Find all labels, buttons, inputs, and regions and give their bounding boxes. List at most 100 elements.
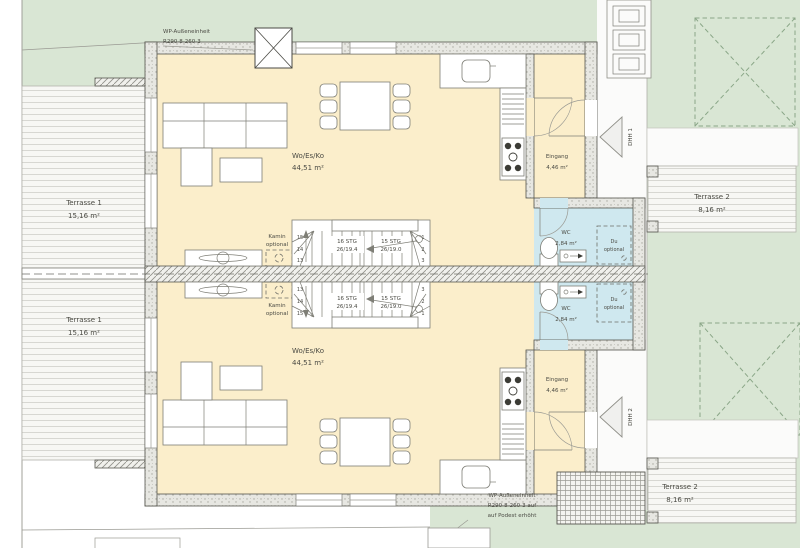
entry-door-unit1 xyxy=(548,99,597,137)
unit1-sofa xyxy=(162,102,288,187)
unit2-dining-table xyxy=(339,417,391,467)
unit1-dining-table xyxy=(339,81,391,131)
terrace-2-bottom: Terrasse 2 8,16 m² xyxy=(646,457,797,524)
svg-text:14: 14 xyxy=(297,247,303,253)
window-north-1 xyxy=(295,41,343,55)
unit1-kitchen xyxy=(439,53,527,181)
unit2-sofa xyxy=(162,361,288,446)
unit1-living-area: 44,51 m² xyxy=(292,164,324,172)
planned-structure-bottom-right xyxy=(699,322,800,436)
svg-text:15: 15 xyxy=(297,311,303,317)
unit1-wc-name: WC xyxy=(561,230,570,236)
svg-text:2: 2 xyxy=(421,247,424,253)
window-south-2 xyxy=(349,493,397,507)
unit2-entry-name: Eingang xyxy=(546,377,568,383)
unit1-fireplace-line1: Kamin xyxy=(268,234,286,240)
unit2: Kamin optional 16 STG 26/19.4 15 STG 26/… xyxy=(162,281,632,495)
wp-bottom-line1: WP-Außeneinheit xyxy=(488,493,536,499)
entrance-marker-dhh2: DHH 2 xyxy=(599,395,634,439)
entrance-arrow-dhh2 xyxy=(599,395,623,439)
terrace-2-bottom-area: 8,16 m² xyxy=(666,496,694,504)
unit2-fireplace-line2: optional xyxy=(266,311,289,317)
svg-text:15: 15 xyxy=(297,235,303,241)
entrance-arrow-dhh1 xyxy=(599,115,623,159)
wp-bottom-line2: R290-8-260-3 auf xyxy=(488,503,537,509)
unit1-wc: WC 2,84 m² Du optional xyxy=(539,225,632,267)
unit1-wc-area: 2,84 m² xyxy=(555,240,577,247)
bin-storage xyxy=(606,0,652,79)
planned-structure-top-right xyxy=(694,17,796,127)
doors xyxy=(526,97,597,451)
windows xyxy=(144,41,397,507)
unit1-coffee-table xyxy=(219,157,263,183)
unit2-wc: WC 2,84 m² Du optional xyxy=(539,281,632,323)
unit1-shower-optional: Du optional xyxy=(596,225,632,265)
wc-door-unit2 xyxy=(539,311,569,350)
heat-pump-top: WP-Außeneinheit R290-8-260-3 xyxy=(162,27,293,69)
dhh2-label: DHH 2 xyxy=(628,408,634,426)
unit2-wc-name: WC xyxy=(561,306,570,312)
svg-text:Du: Du xyxy=(610,297,617,303)
wp-bottom-line3: auf Podest erhöht xyxy=(488,513,538,519)
window-south-1 xyxy=(295,493,343,507)
wp-top-line1: WP-Außeneinheit xyxy=(163,29,211,35)
dhh1-label: DHH 1 xyxy=(628,128,634,146)
unit2-shower-optional: Du optional xyxy=(596,283,632,323)
window-north-2 xyxy=(349,41,397,55)
svg-text:13: 13 xyxy=(297,287,303,293)
unit1-sink xyxy=(461,59,491,83)
terrace-1-bottom-area: 15,16 m² xyxy=(68,329,100,337)
unit2-toilet xyxy=(540,289,558,311)
unit2-entry-area: 4,46 m² xyxy=(546,387,568,394)
unit1-living-name: Wo/Es/Ko xyxy=(292,152,324,160)
terrace-1-bottom-name: Terrasse 1 xyxy=(65,316,102,324)
svg-text:14: 14 xyxy=(297,299,303,305)
interior-door-unit1 xyxy=(526,97,573,137)
terrace-2-top-area: 8,16 m² xyxy=(698,206,726,214)
entrance-marker-dhh1: DHH 1 xyxy=(599,115,634,159)
wp-top-leader xyxy=(162,45,254,51)
unit1-stair-a-rise: 26/19.4 xyxy=(336,247,358,253)
unit2-stair-b-rise: 26/19.0 xyxy=(380,304,402,310)
svg-text:optional: optional xyxy=(604,247,624,253)
unit2-sideboard xyxy=(184,281,263,299)
unit1-entry-name: Eingang xyxy=(546,154,568,160)
terrace-1-bottom: Terrasse 1 15,16 m² xyxy=(21,278,146,461)
unit2-sink xyxy=(461,465,491,489)
unit1-fireplace-line2: optional xyxy=(266,242,289,248)
unit1: Kamin optional 16 STG 26/19.4 15 STG 26/… xyxy=(162,53,632,267)
window-west-1 xyxy=(144,97,158,153)
heat-pump-bottom: WP-Außeneinheit R290-8-260-3 auf auf Pod… xyxy=(427,471,646,548)
wp-top-line2: R290-8-260-3 xyxy=(163,39,201,45)
unit1-dining xyxy=(319,81,411,131)
terrace-1-top-name: Terrasse 1 xyxy=(65,199,102,207)
unit2-stair-a-rise: 26/19.4 xyxy=(336,304,358,310)
planter-strip-top xyxy=(94,77,146,87)
unit2-coffee-table xyxy=(219,365,263,391)
svg-text:2: 2 xyxy=(421,299,424,305)
svg-text:1: 1 xyxy=(421,311,424,317)
unit1-sideboard xyxy=(184,249,263,267)
entry-door-unit2 xyxy=(548,411,597,449)
terrace-2-top-name: Terrasse 2 xyxy=(693,193,730,201)
unit2-stove xyxy=(501,371,525,411)
unit1-entry-area: 4,46 m² xyxy=(546,164,568,171)
unit1-stairs: 16 STG 26/19.4 15 STG 26/19.0 15 14 13 1… xyxy=(291,219,431,267)
unit1-stove xyxy=(501,137,525,177)
unit2-stair-a-stg: 16 STG xyxy=(337,296,357,302)
svg-text:1: 1 xyxy=(421,235,424,241)
terrace-1-top: Terrasse 1 15,16 m² xyxy=(21,85,146,269)
svg-text:13: 13 xyxy=(297,258,303,264)
planter-strip-bottom xyxy=(94,459,146,469)
unit2-living-area: 44,51 m² xyxy=(292,359,324,367)
unit2-stairs: 16 STG 26/19.4 15 STG 26/19.0 13 14 15 3… xyxy=(291,281,431,329)
interior-door-unit2 xyxy=(526,411,573,451)
terrace-divider-wall xyxy=(21,267,146,280)
svg-text:Du: Du xyxy=(610,239,617,245)
unit1-stair-a-stg: 16 STG xyxy=(337,239,357,245)
svg-text:3: 3 xyxy=(421,258,424,264)
unit2-fireplace-line1: Kamin xyxy=(268,303,286,309)
window-west-2 xyxy=(144,173,158,229)
